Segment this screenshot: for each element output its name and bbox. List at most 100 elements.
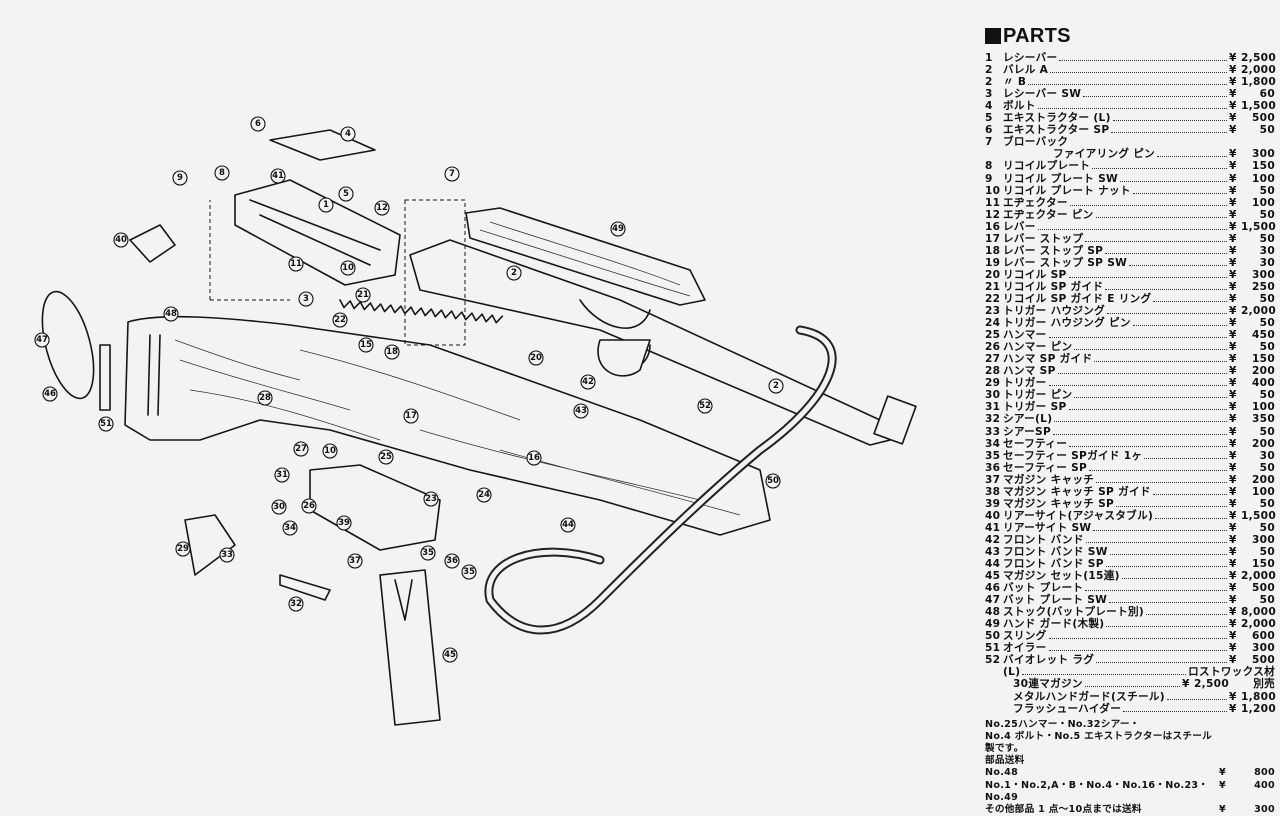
currency: ¥ <box>1229 148 1237 161</box>
part-name: フロント バンド <box>1003 533 1084 546</box>
currency: ¥ <box>1229 690 1237 703</box>
parts-title-text: PARTS <box>1003 24 1071 47</box>
part-price: 300 <box>1251 268 1275 281</box>
svg-text:44: 44 <box>562 520 574 530</box>
part-name: リコイル プレート ナット <box>1003 184 1131 197</box>
part-row-continued: ファイアリング ピン¥300 <box>985 148 1275 160</box>
currency: ¥ <box>1229 329 1237 342</box>
part-number: 34 <box>985 437 1001 450</box>
part-name: リコイル SP <box>1003 268 1067 281</box>
callout-2: 2 <box>506 265 522 281</box>
part-name: スリング <box>1003 630 1047 643</box>
currency: ¥ <box>1229 196 1237 209</box>
part-number: 35 <box>985 449 1001 462</box>
svg-text:27: 27 <box>295 444 307 454</box>
part-name: セーフティー <box>1003 437 1068 450</box>
part-number: 32 <box>985 413 1001 426</box>
part-number: 26 <box>985 341 1001 354</box>
callout-44: 44 <box>560 517 576 533</box>
shipping-price: 800 <box>1254 767 1275 779</box>
currency: ¥ <box>1229 305 1237 318</box>
callout-33: 33 <box>219 547 235 563</box>
callout-20: 20 <box>528 350 544 366</box>
part-number: 18 <box>985 244 1001 257</box>
svg-text:37: 37 <box>349 556 361 566</box>
extra-price: 1,800 <box>1241 690 1277 703</box>
part-name: レバー <box>1003 220 1036 233</box>
part-name: レバー ストップ SP <box>1003 244 1104 257</box>
part-price: 450 <box>1251 329 1275 342</box>
part-number: 30 <box>985 389 1001 402</box>
svg-text:49: 49 <box>612 224 624 234</box>
part-price: 2,000 <box>1241 305 1277 318</box>
oiler-part-51 <box>99 344 111 411</box>
recoil-spring-part-20 <box>339 299 504 324</box>
part-number: 2 <box>985 76 993 89</box>
currency: ¥ <box>1229 437 1237 450</box>
currency: ¥ <box>1229 365 1237 378</box>
part-number: 28 <box>985 365 1001 378</box>
part-price: 100 <box>1251 401 1275 414</box>
callout-49: 49 <box>610 221 626 237</box>
part-name: リコイル SP ガイド <box>1003 280 1104 293</box>
currency: ¥ <box>1229 341 1237 354</box>
svg-text:48: 48 <box>165 309 177 319</box>
part-name: セーフティー SP <box>1003 461 1088 474</box>
part-number: 7 <box>985 136 993 149</box>
part-price: 50 <box>1259 425 1275 438</box>
part-name: レシーバー SW <box>1003 88 1082 101</box>
callout-34: 34 <box>282 520 298 536</box>
part-price: 300 <box>1251 642 1275 655</box>
callout-43: 43 <box>573 403 589 419</box>
svg-text:10: 10 <box>324 446 336 456</box>
part-price: 2,000 <box>1241 618 1277 631</box>
callout-8: 8 <box>214 165 230 181</box>
part-name: マガジン セット(15連) <box>1003 570 1120 583</box>
currency: ¥ <box>1229 232 1237 245</box>
part-price: 150 <box>1251 558 1275 571</box>
part-name: オイラー <box>1003 642 1047 655</box>
currency: ¥ <box>1229 220 1237 233</box>
rear-sight-part-40 <box>129 224 176 263</box>
part-price: 300 <box>1251 148 1275 161</box>
svg-text:10: 10 <box>342 263 354 273</box>
currency: ¥ <box>1229 88 1237 101</box>
part-name: レバー ストップ SP SW <box>1003 256 1128 269</box>
part-number: 50 <box>985 630 1001 643</box>
svg-text:8: 8 <box>219 168 225 178</box>
part-number: 19 <box>985 256 1001 269</box>
currency: ¥ <box>1229 485 1237 498</box>
part-name: ボルト <box>1003 100 1036 113</box>
parts-title: PARTS <box>985 24 1275 48</box>
part-price: 50 <box>1259 389 1275 402</box>
svg-text:36: 36 <box>446 556 458 566</box>
svg-text:15: 15 <box>360 340 372 350</box>
callout-1: 1 <box>318 197 334 213</box>
currency: ¥ <box>1229 654 1237 667</box>
extra-name: 30連マガジン <box>1013 678 1083 691</box>
front-band-part-42 <box>597 339 651 377</box>
callout-10: 10 <box>340 260 356 276</box>
svg-text:12: 12 <box>376 203 388 213</box>
callout-40: 40 <box>113 232 129 248</box>
svg-text:24: 24 <box>478 490 490 500</box>
part-price: 1,500 <box>1241 220 1277 233</box>
svg-text:50: 50 <box>767 476 779 486</box>
note-line: No.4 ボルト・No.5 エキストラクターはスチール <box>985 730 1213 742</box>
part-number: 4 <box>985 100 993 113</box>
callout-9: 9 <box>172 170 188 186</box>
callout-23: 23 <box>423 491 439 507</box>
